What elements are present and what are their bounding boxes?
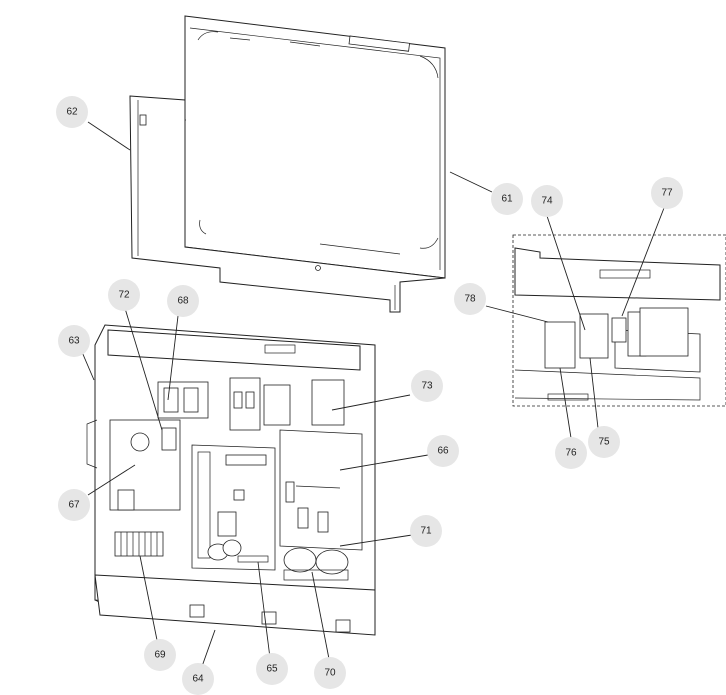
callout-71: 71	[410, 515, 442, 547]
callout-78: 78	[454, 283, 486, 315]
power-board	[279, 429, 363, 581]
callout-67-label: 67	[68, 500, 80, 511]
callout-78-label: 78	[464, 294, 476, 305]
callout-69: 69	[144, 639, 176, 671]
left-board	[109, 381, 209, 557]
callout-63-label: 63	[68, 336, 80, 347]
callout-68-label: 68	[177, 296, 189, 307]
callout-64: 64	[182, 663, 214, 695]
control-board	[191, 444, 276, 571]
contactor-bank	[229, 377, 345, 431]
callout-72-label: 72	[118, 290, 130, 301]
callout-62: 62	[56, 96, 88, 128]
callout-66-label: 66	[437, 446, 449, 457]
callout-68: 68	[167, 285, 199, 317]
callout-65-label: 65	[266, 664, 278, 675]
leader-lines	[81, 121, 665, 673]
callout-76-label: 76	[565, 448, 577, 459]
callout-69-label: 69	[154, 650, 166, 661]
detail-inset	[512, 234, 726, 407]
front-cover-panel	[129, 95, 446, 313]
callout-70-label: 70	[324, 668, 336, 679]
callout-75-label: 75	[598, 437, 610, 448]
callout-77-label: 77	[661, 188, 673, 199]
callout-66: 66	[427, 435, 459, 467]
callout-73: 73	[411, 370, 443, 402]
callout-73-label: 73	[421, 381, 433, 392]
callout-72: 72	[108, 279, 140, 311]
callout-65: 65	[256, 653, 288, 685]
top-cover-panel	[182, 15, 446, 279]
callout-67: 67	[58, 489, 90, 521]
callout-74: 74	[531, 185, 563, 217]
callout-61-label: 61	[501, 194, 513, 205]
callout-61: 61	[491, 183, 523, 215]
callout-74-label: 74	[541, 196, 553, 207]
callout-63: 63	[58, 325, 90, 357]
callout-62-label: 62	[66, 107, 78, 118]
callout-77: 77	[651, 177, 683, 209]
callout-70: 70	[314, 657, 346, 689]
callout-64-label: 64	[192, 674, 204, 685]
callout-71-label: 71	[420, 526, 432, 537]
callout-76: 76	[555, 437, 587, 469]
callout-75: 75	[588, 426, 620, 458]
